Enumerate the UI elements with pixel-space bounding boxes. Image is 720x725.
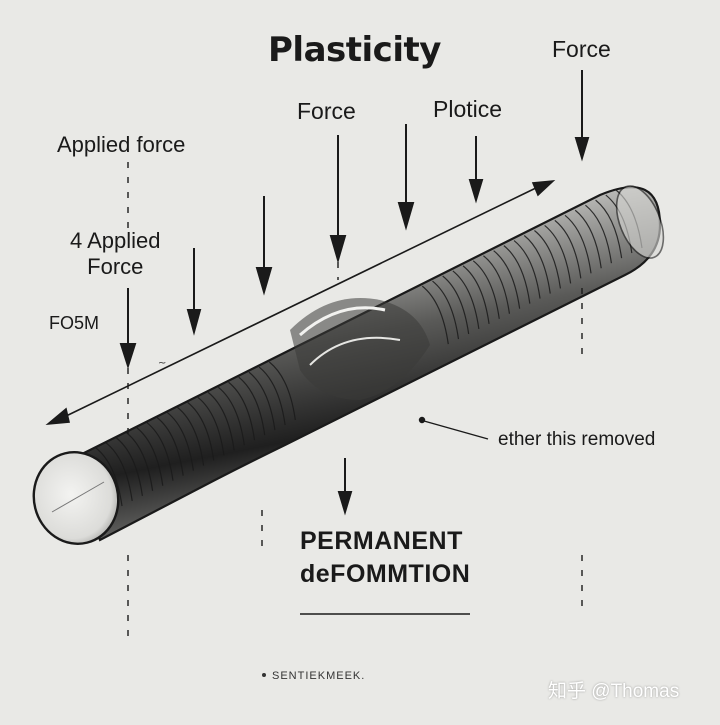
label-applied-force-2-line2: Force xyxy=(87,254,144,279)
rod-ridge xyxy=(523,235,551,294)
signature-text: SENTIEKMEEK. xyxy=(272,670,366,682)
rod-ridge xyxy=(534,230,562,289)
rod-ridge xyxy=(452,270,480,330)
force-arrow-center-1 xyxy=(329,135,347,264)
watermark: 知乎 @Thomas xyxy=(548,681,680,702)
rod-ridge xyxy=(105,442,133,502)
rod-ridge xyxy=(585,204,613,264)
small-mark: ~ xyxy=(158,358,166,369)
deformation-arrow xyxy=(337,458,353,516)
metal-rod xyxy=(32,185,665,545)
rod-ridge xyxy=(95,447,123,507)
force-arrow-mid-2 xyxy=(186,248,202,336)
label-force-center: Force xyxy=(297,98,356,124)
label-applied-force: Applied force xyxy=(57,132,186,157)
label-force-top-right: Force xyxy=(552,36,611,62)
rod-ridge xyxy=(177,407,205,466)
rod-ridge xyxy=(493,250,521,309)
dashed-guides xyxy=(127,162,583,645)
removed-leader xyxy=(418,416,489,440)
rod-ridge xyxy=(595,199,623,259)
rod-ridge xyxy=(483,255,511,314)
rod-ridge xyxy=(156,417,184,476)
rod-ridge xyxy=(207,391,235,451)
rod-ridge xyxy=(554,219,582,279)
rod-ridge xyxy=(268,361,296,421)
force-arrow-mid-1 xyxy=(255,196,273,296)
rod-ridge xyxy=(238,376,266,436)
label-plotice: Plotice xyxy=(433,96,503,122)
diagonal-arrow xyxy=(45,179,556,426)
rod-ridge xyxy=(166,412,194,471)
rod-ridge xyxy=(197,396,225,456)
force-arrow-center-2 xyxy=(397,124,415,231)
label-permanent-line1: PERMANENT xyxy=(300,527,463,555)
label-fosm: FO5M xyxy=(49,313,100,333)
rod-ridge xyxy=(432,280,460,340)
rod-ridge xyxy=(187,402,215,461)
rod-ridge xyxy=(462,265,490,324)
rod-ridge xyxy=(564,214,592,274)
rod-ridge xyxy=(258,366,286,426)
rod-ridge xyxy=(126,432,154,491)
force-arrow-left xyxy=(119,288,137,370)
label-removed: ether this removed xyxy=(498,429,656,450)
rod-ridge xyxy=(544,224,572,284)
plotice-arrow xyxy=(468,136,484,204)
rod-ridge xyxy=(513,240,541,299)
rod-ridge xyxy=(136,427,164,486)
rod-ridge xyxy=(503,245,531,304)
rod-ridge xyxy=(421,285,449,345)
rod-ridge xyxy=(248,371,276,431)
rod-ridge xyxy=(217,386,245,446)
diagram-title: Plasticity xyxy=(268,30,441,70)
rod-ridge xyxy=(574,209,602,269)
label-applied-force-2-line1: 4 Applied xyxy=(70,228,161,253)
rod-ridge xyxy=(146,422,174,481)
rod-ridge xyxy=(116,437,143,496)
rod-ridge xyxy=(472,260,500,319)
force-arrow-top-right xyxy=(574,70,590,162)
signature-dot xyxy=(262,673,266,677)
rod-ridge xyxy=(228,381,256,441)
label-permanent-line2: deFOMMTION xyxy=(300,560,471,588)
label-applied-force-2: 4 Applied Force xyxy=(70,228,161,280)
rod-ridge xyxy=(442,275,470,335)
